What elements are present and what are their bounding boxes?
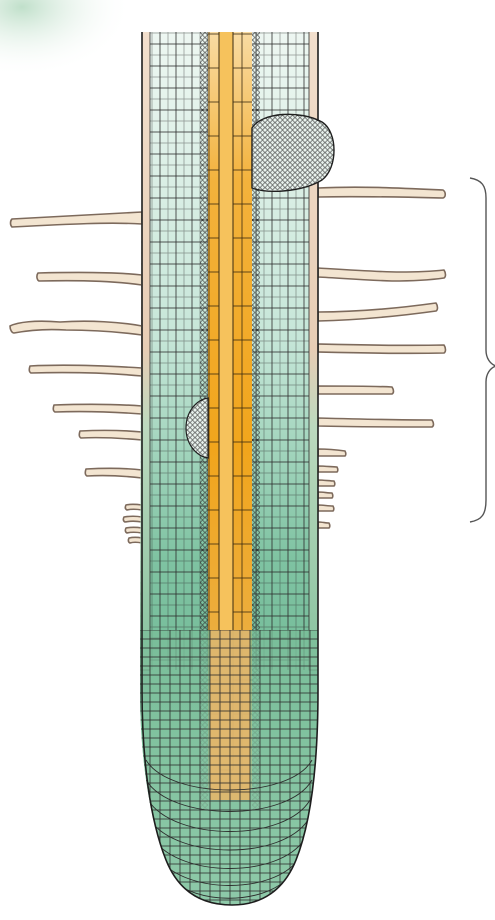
root-hair-zone-bracket — [470, 178, 495, 522]
root-hair — [318, 386, 394, 394]
root-hair — [318, 187, 445, 198]
root-hairs-right — [318, 187, 446, 528]
root-hair — [318, 418, 434, 427]
root-hair — [318, 505, 334, 511]
root-hair — [318, 449, 346, 456]
root-hair — [125, 504, 142, 510]
root-hair — [318, 344, 446, 353]
root-hairs-left — [10, 212, 142, 543]
root-hair — [85, 468, 142, 478]
root-hair — [318, 268, 446, 281]
root-hair — [37, 272, 142, 285]
root-hair — [79, 430, 142, 440]
root-hair — [29, 365, 142, 376]
root-hair — [128, 537, 142, 543]
root-hair — [125, 527, 142, 533]
stele-tip-cells — [210, 630, 250, 800]
root-hair — [53, 404, 142, 414]
root-hair — [318, 522, 330, 528]
root-hair — [318, 492, 333, 498]
root-hair — [11, 212, 143, 227]
root-hair — [10, 321, 142, 335]
root-hair — [123, 516, 142, 522]
root-hair — [318, 480, 335, 486]
lateral-root-primordium-upper — [252, 114, 334, 191]
root-hair — [318, 466, 338, 472]
root-hair — [318, 303, 438, 321]
